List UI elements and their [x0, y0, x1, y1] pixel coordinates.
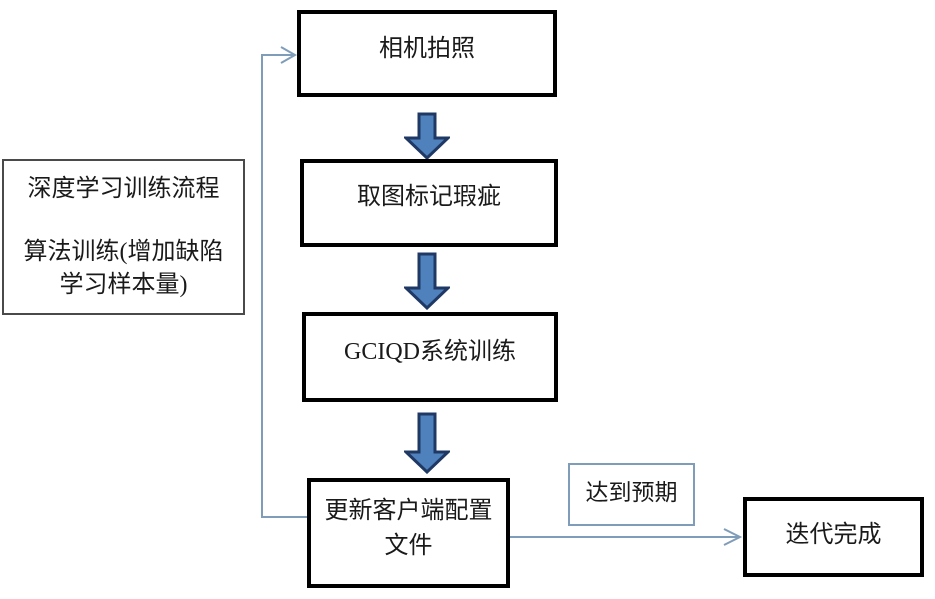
flow-step-gciqd-training: GCIQD系统训练 — [302, 312, 558, 402]
flow-step-label-line-1: 更新客户端配置 — [324, 498, 493, 524]
down-block-arrow-icon — [404, 412, 450, 474]
side-note-line-3: 学习样本量) — [59, 272, 188, 298]
feedback-connector-line — [261, 46, 307, 518]
flow-step-label: 迭代完成 — [785, 522, 882, 548]
flow-step-label-line-2: 文件 — [384, 533, 433, 559]
flow-step-camera-capture: 相机拍照 — [297, 10, 557, 97]
feedback-arrowhead-icon — [280, 46, 298, 64]
edge-condition-label: 达到预期 — [585, 480, 678, 505]
flow-step-label: 相机拍照 — [379, 36, 475, 62]
down-block-arrow-icon — [404, 112, 450, 160]
side-note-line-1: 深度学习训练流程 — [27, 176, 220, 202]
side-note-line-2: 算法训练(增加缺陷 — [23, 239, 224, 265]
flow-step-label: GCIQD系统训练 — [344, 339, 516, 365]
result-connector-line — [510, 528, 743, 546]
result-arrowhead-icon — [723, 528, 743, 546]
side-note-spacer — [4, 206, 243, 236]
down-block-arrow-icon — [404, 252, 450, 310]
flow-step-mark-defects: 取图标记瑕疵 — [300, 159, 558, 247]
side-note-training-process: 深度学习训练流程 算法训练(增加缺陷 学习样本量) — [2, 159, 245, 315]
edge-condition-expectation-met: 达到预期 — [568, 463, 695, 526]
flow-step-iteration-complete: 迭代完成 — [743, 497, 924, 577]
flow-step-label: 取图标记瑕疵 — [357, 184, 501, 210]
flow-step-update-client-config: 更新客户端配置 文件 — [307, 478, 510, 588]
